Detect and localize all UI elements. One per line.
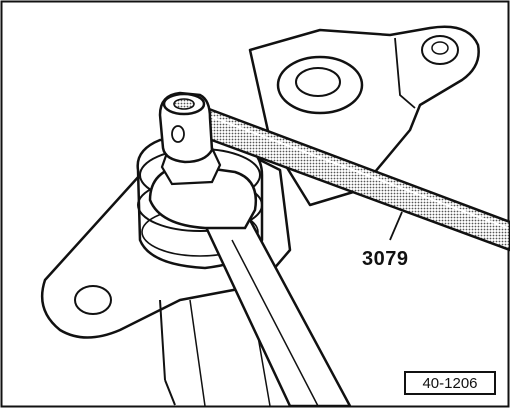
bracket-edge-line [394,37,416,109]
bracket-hole-top-inner [431,41,449,55]
bracket-boss [276,55,364,115]
special-tool-3079-socket-bore [173,98,195,110]
special-tool-3079-socket-pin [171,125,185,143]
open-end-wrench-groove [231,239,319,407]
figure-reference-number: 40-1206 [422,374,478,392]
special-tool-3079-highlight [197,111,509,229]
figure-reference-box: 40-1206 [404,371,496,395]
bracket-hole-top [421,35,459,65]
base-plate-lower-edge [159,299,176,406]
label-leader-line [389,211,403,241]
bracket-boss-inner [295,67,341,97]
tool-number-label: 3079 [362,248,409,270]
base-plate-hole [74,285,112,315]
